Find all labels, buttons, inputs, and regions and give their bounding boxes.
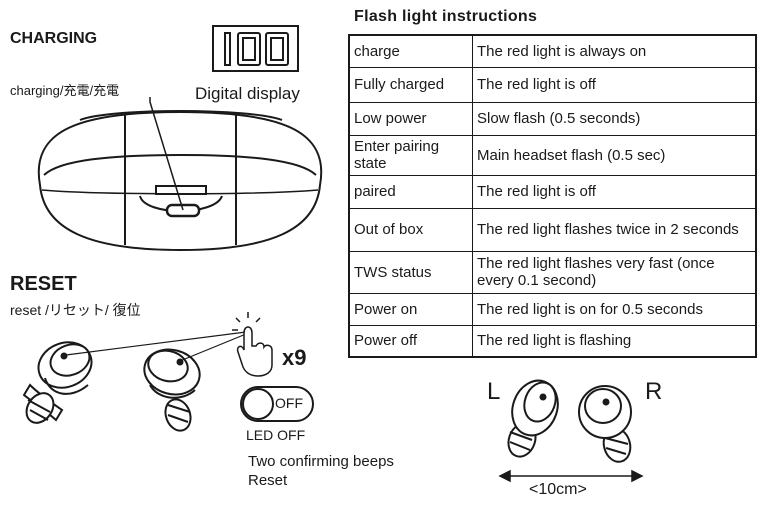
reset-heading: RESET [10,273,77,295]
port-pointer-line [149,97,184,211]
charging-heading: CHARGING [10,30,98,47]
light-cell: The red light flashes very fast (once ev… [472,250,757,294]
state-cell: Power on [348,292,473,326]
beeps-label: Two confirming beeps [248,453,394,470]
tap-count: x9 [282,345,307,370]
table-row: TWS status The red light flashes very fa… [348,250,757,294]
reset-result-label: Reset [248,472,288,489]
distance-label: <10cm> [529,481,587,498]
light-cell: The red light is off [472,66,757,103]
table-row: Enter pairing state Main headset flash (… [348,134,757,176]
table-row: Power on The red light is on for 0.5 sec… [348,292,757,326]
table-row: Low power Slow flash (0.5 seconds) [348,101,757,136]
light-cell: The red light is on for 0.5 seconds [472,292,757,326]
reset-earbud-right-icon [143,348,201,432]
table-row: Fully charged The red light is off [348,66,757,103]
table-title: Flash light instructions [354,8,538,25]
finger-tap-icon [232,312,273,377]
charging-case-icon [37,110,323,252]
digital-display-label: Digital display [195,84,300,103]
state-cell: Out of box [348,207,473,252]
light-cell: The red light is off [472,174,757,209]
table-row: Out of box The red light flashes twice i… [348,207,757,252]
light-cell: Main headset flash (0.5 sec) [472,134,757,176]
left-earbud-label: L [487,378,501,405]
earbud-left-icon [507,379,559,458]
earbud-right-icon [578,385,632,463]
state-cell: Fully charged [348,66,473,103]
state-cell: paired [348,174,473,209]
state-cell: TWS status [348,250,473,294]
table-row: Power off The red light is flashing [348,324,757,358]
state-cell: Low power [348,101,473,136]
light-cell: Slow flash (0.5 seconds) [472,101,757,136]
reset-earbud-left-icon [22,341,93,424]
charging-port-label: charging/充電/充電 [10,83,120,98]
state-cell: Enter pairing state [348,134,473,176]
digital-display-box: 100 [212,25,299,72]
flash-light-table: charge The red light is always on Fully … [348,34,757,358]
digital-display-icon [224,32,289,66]
table-row: paired The red light is off [348,174,757,209]
led-off-label: LED OFF [246,427,306,443]
led-off-toggle-icon [240,386,314,422]
right-earbud-label: R [645,378,663,405]
light-cell: The red light is always on [472,34,757,68]
light-cell: The red light flashes twice in 2 seconds [472,207,757,252]
light-cell: The red light is flashing [472,324,757,358]
table-row: charge The red light is always on [348,34,757,68]
off-text: OFF [275,395,303,411]
reset-label: reset /リセット/ 復位 [10,302,141,318]
state-cell: charge [348,34,473,68]
distance-arrow-icon [498,469,644,483]
tap-pointer-lines [65,331,247,362]
state-cell: Power off [348,324,473,358]
